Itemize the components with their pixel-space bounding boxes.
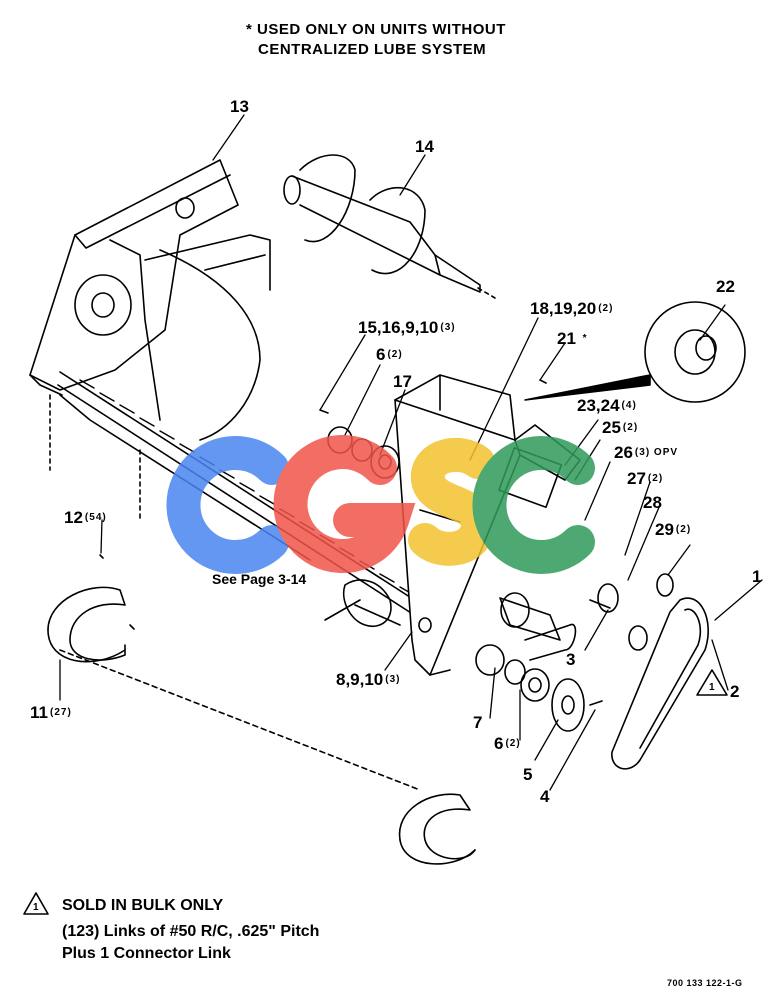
callout-11: 11(27) [30,703,72,722]
warning-number-footnote: 1 [33,902,40,913]
callout-17: 17 [393,372,412,391]
floor-chain [49,371,431,791]
callout-7: 7 [473,713,483,732]
belt-slat-upper [47,586,126,663]
bushing-detail [524,301,746,403]
warning-triangle-diagram [696,669,728,696]
callout-27: 27(2) [627,469,664,488]
callout-22: 22 [716,277,735,296]
footnote-line1: SOLD IN BULK ONLY [62,897,224,914]
watermark-letter-s [408,437,496,566]
callout-29: 29(2) [655,520,692,539]
drawing-number: 700 133 122-1-G [667,978,743,988]
see-page-reference: See Page 3-14 [212,571,307,587]
warning-number-diagram: 1 [709,682,716,693]
callout-14: 14 [415,137,434,156]
callout-18-19-20: 18,19,20(2) [530,299,614,318]
fasteners [99,379,611,706]
callout-8-9-10: 8,9,10(3) [336,670,401,689]
callout-13: 13 [230,97,249,116]
watermark-letter-g [273,435,416,574]
footnote-line2: (123) Links of #50 R/C, .625" Pitch [62,923,320,940]
callout-23-24: 23,24(4) [577,396,637,415]
callout-12: 12(54) [64,508,107,527]
header-note-line2: CENTRALIZED LUBE SYSTEM [258,41,487,58]
callout-15-16-9-10: 15,16,9,10(3) [358,318,456,337]
header-note-line1: * USED ONLY ON UNITS WITHOUT [246,21,506,38]
callout-25: 25(2) [602,418,639,437]
roller-chain [611,597,709,770]
belt-slat-lower [398,793,476,865]
sprockets [499,573,674,732]
callout-5: 5 [523,765,533,784]
watermark-letter-c1 [166,436,289,574]
callout-6-upper: 6(2) [376,345,403,364]
warning-triangle-footnote [23,892,49,915]
footnote-line3: Plus 1 Connector Link [62,945,231,962]
callout-6-lower: 6(2) [494,734,521,753]
callout-28: 28 [643,493,662,512]
callout-21: 21 * [557,329,588,348]
callout-2: 2 [730,682,740,701]
callout-4: 4 [540,787,550,806]
callout-26: 26(3) OPV [614,443,679,462]
callout-3: 3 [566,650,576,669]
sub-assembly-sketch [324,579,401,627]
callout-1: 1 [752,567,762,586]
tub-body [59,234,311,561]
auger [283,154,496,299]
watermark-letter-c2 [472,436,595,574]
